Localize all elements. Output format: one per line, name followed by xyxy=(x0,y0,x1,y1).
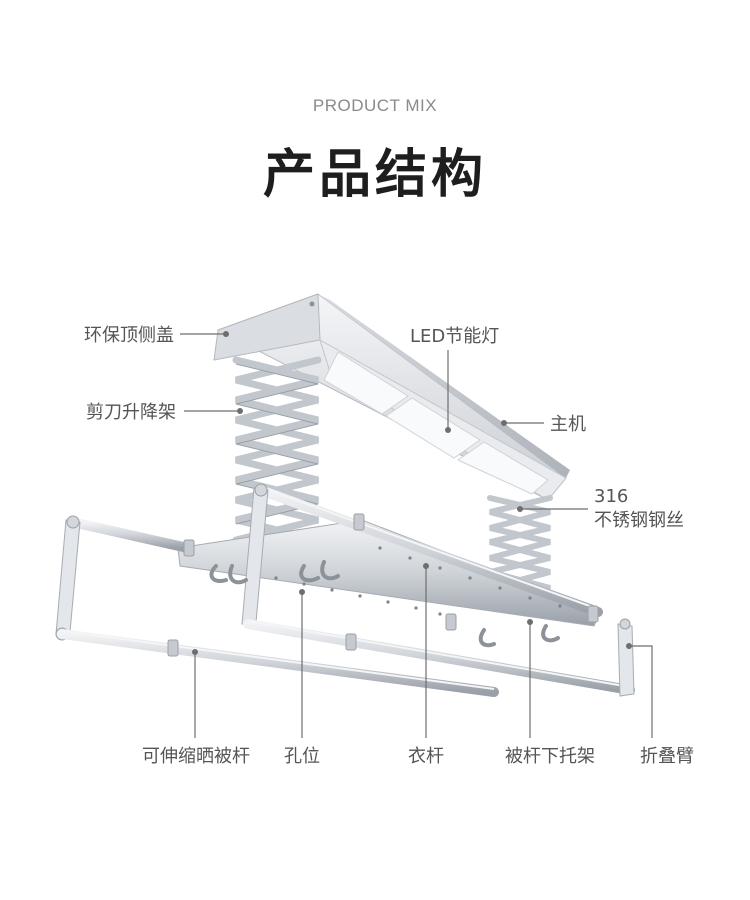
left-folding-arm xyxy=(56,520,80,634)
label-top-cover: 环保顶侧盖 xyxy=(84,325,174,346)
leader-dot-main-unit xyxy=(501,420,507,426)
label-scissor-lift: 剪刀升降架 xyxy=(86,402,176,423)
bar-joint-end xyxy=(588,606,598,622)
left-short-rod xyxy=(72,522,188,548)
leader-dot-scissor xyxy=(237,408,243,414)
right-arm-joint-top xyxy=(620,619,630,629)
main-unit-button xyxy=(310,302,315,307)
leader-dot-bracket xyxy=(527,619,533,625)
label-clothes-rod: 衣杆 xyxy=(408,746,444,767)
label-folding-arm: 折叠臂 xyxy=(640,746,694,767)
bottom-long-rod xyxy=(62,634,494,692)
label-rod-bracket: 被杆下托架 xyxy=(505,746,595,767)
label-telescopic-rod: 可伸缩晒被杆 xyxy=(142,746,250,767)
label-led-light: LED节能灯 xyxy=(410,326,499,347)
bar-joint-mid xyxy=(354,514,364,530)
label-wire-line1: 316 xyxy=(594,486,628,507)
leader-dot-telescopic-rod xyxy=(192,649,198,655)
leader-dot-led xyxy=(445,427,451,433)
bar-joint-left xyxy=(184,540,194,556)
bottom-rod-joint xyxy=(168,640,178,656)
right-folding-arm xyxy=(618,624,634,696)
leader-dot-folding-arm xyxy=(626,643,632,649)
rod-joint xyxy=(346,634,356,650)
leader-dot-top-cover xyxy=(223,331,229,337)
label-wire-line2: 不锈钢钢丝 xyxy=(594,510,684,531)
inner-arm-joint-top xyxy=(255,484,267,496)
bar-joint-right xyxy=(446,614,456,630)
label-holes: 孔位 xyxy=(284,746,320,767)
middle-rod-highlight xyxy=(248,621,630,687)
leader-dot-wire xyxy=(517,506,523,512)
label-main-unit: 主机 xyxy=(550,414,586,435)
leader-dot-clothes-rod xyxy=(423,563,429,569)
left-arm-joint-top xyxy=(67,516,79,528)
leader-dot-holes xyxy=(299,589,305,595)
